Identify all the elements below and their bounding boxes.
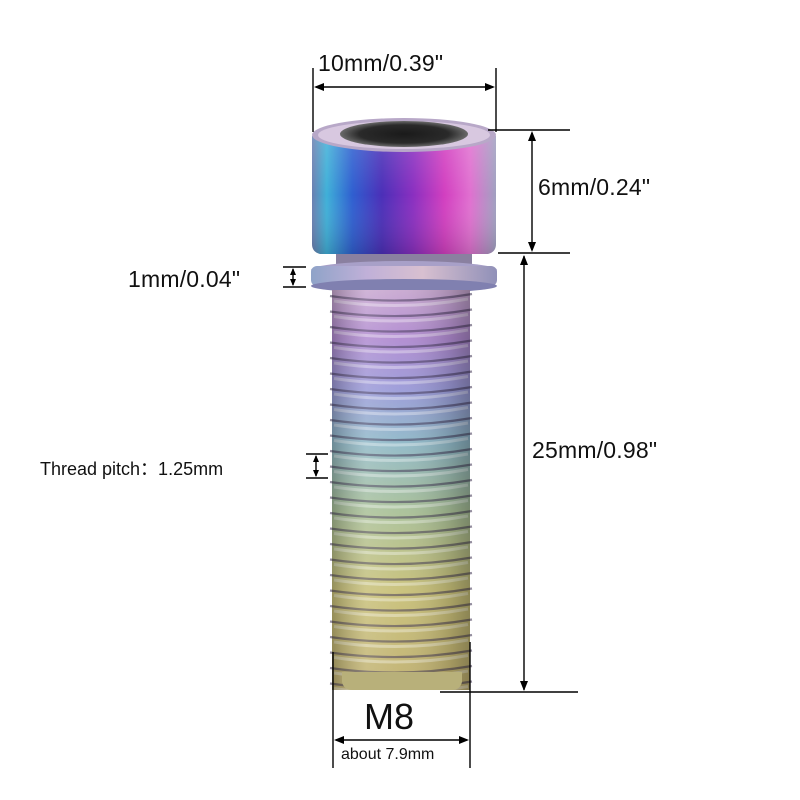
- screw-head: [312, 118, 496, 254]
- head-height-label: 6mm/0.24": [538, 174, 651, 200]
- hex-socket: [340, 121, 468, 147]
- shank-length-label: 25mm/0.98": [532, 437, 658, 463]
- head-width-label: 10mm/0.39": [318, 50, 444, 76]
- thread-size-label: M8: [364, 696, 415, 737]
- thread-diameter-label: about 7.9mm: [341, 746, 435, 763]
- washer-thickness-label: 1mm/0.04": [128, 266, 241, 292]
- threaded-shank: [329, 290, 473, 695]
- dimension-lines: [283, 68, 578, 768]
- thread-pitch-label: Thread pitch：1.25mm: [40, 459, 224, 479]
- washer: [311, 254, 497, 293]
